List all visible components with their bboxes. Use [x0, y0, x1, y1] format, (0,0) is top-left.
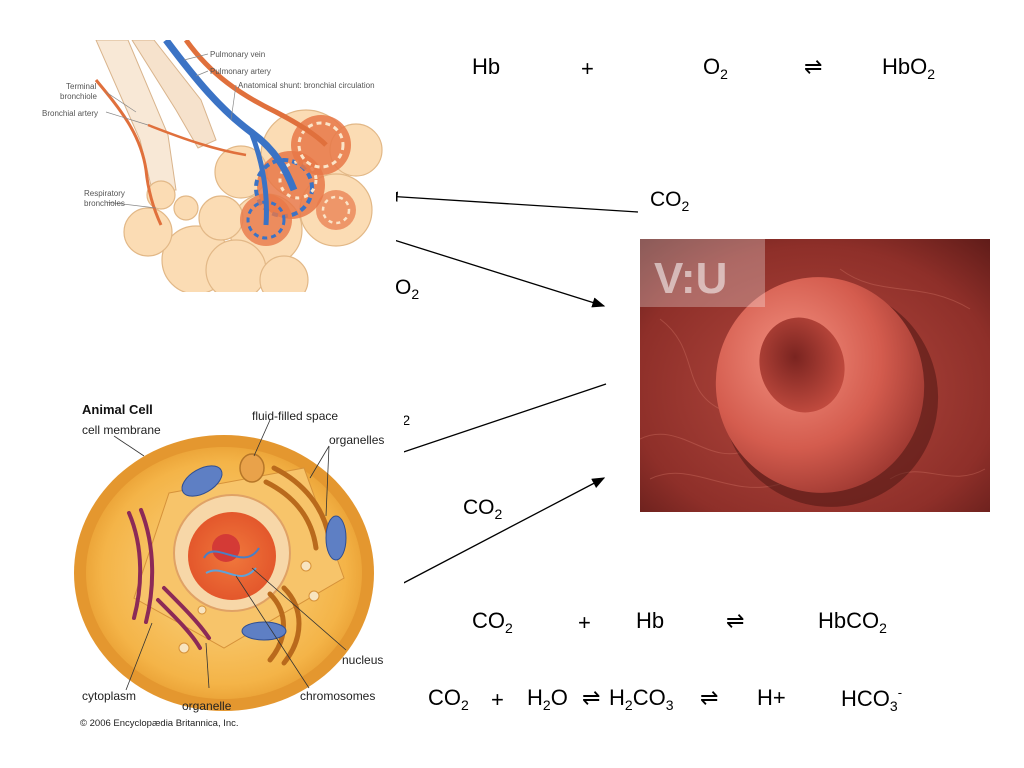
eq2-hb: Hb [636, 608, 665, 633]
eq-hbo2: HbO2 [882, 54, 936, 82]
label-respiratory-bronchioles-1: Respiratory [84, 189, 125, 198]
eq2-hbco2: HbCO2 [818, 608, 887, 636]
arrow-co2-to-rbc [393, 477, 606, 589]
animal-cell-diagram: Animal Cell cell membrane fluid-filled s… [74, 398, 404, 738]
eq3-hco3: HCO3- [841, 685, 903, 714]
label-nucleus: nucleus [342, 653, 383, 667]
label-co2-to-lung: CO2 [650, 188, 690, 214]
label-pulmonary-artery: Pulmonary artery [210, 67, 271, 76]
label-anatomical-shunt: Anatomical shunt: bronchial circulation [238, 81, 375, 90]
eq-o2: O2 [703, 54, 728, 82]
label-organelles: organelles [329, 433, 384, 447]
eq-plus: + [581, 56, 594, 81]
label-organelle: organelle [182, 699, 232, 713]
label-fluid-filled-space: fluid-filled space [252, 409, 338, 423]
red-blood-cell-photo: V:U [640, 239, 990, 512]
label-cell-membrane: cell membrane [82, 423, 161, 437]
eq2-reversible-arrow: ⇌ [726, 608, 745, 633]
label-cytoplasm: cytoplasm [82, 689, 136, 703]
eq-hb: Hb [472, 54, 501, 79]
eq2-co2: CO2 [472, 608, 513, 636]
eq2-plus: + [578, 610, 591, 635]
eq3-hplus: H+ [757, 685, 786, 710]
label-respiratory-bronchioles-2: bronchioles [84, 199, 125, 208]
cell-copyright: © 2006 Encyclopædia Britannica, Inc. [80, 718, 239, 729]
cell-title: Animal Cell [82, 402, 153, 417]
label-terminal-bronchiole-2: bronchiole [60, 92, 97, 101]
watermark-vu: V:U [654, 254, 727, 303]
label-bronchial-artery: Bronchial artery [42, 109, 98, 118]
label-co2-from-cell: CO2 [463, 496, 503, 522]
label-terminal-bronchiole-1: Terminal [66, 82, 96, 91]
lung-alveoli-diagram: Pulmonary vein Pulmonary artery Anatomic… [36, 40, 396, 292]
arrow-co2-to-lung [384, 191, 639, 213]
eq3-h2o: H2O [527, 685, 568, 713]
watermark-box [640, 239, 765, 307]
arrow-o2-to-rbc [393, 239, 606, 308]
eq3-plus: + [491, 687, 504, 712]
label-pulmonary-vein: Pulmonary vein [210, 50, 265, 59]
eq3-arrow-2: ⇌ [700, 685, 719, 710]
label-chromosomes: chromosomes [300, 689, 375, 703]
label-o2-from-lung: O2 [395, 276, 420, 302]
eq3-arrow-1: ⇌ [582, 685, 601, 710]
eq-reversible-arrow: ⇌ [804, 54, 823, 79]
eq3-co2: CO2 [428, 685, 469, 713]
eq3-h2co3: H2CO3 [609, 685, 674, 713]
